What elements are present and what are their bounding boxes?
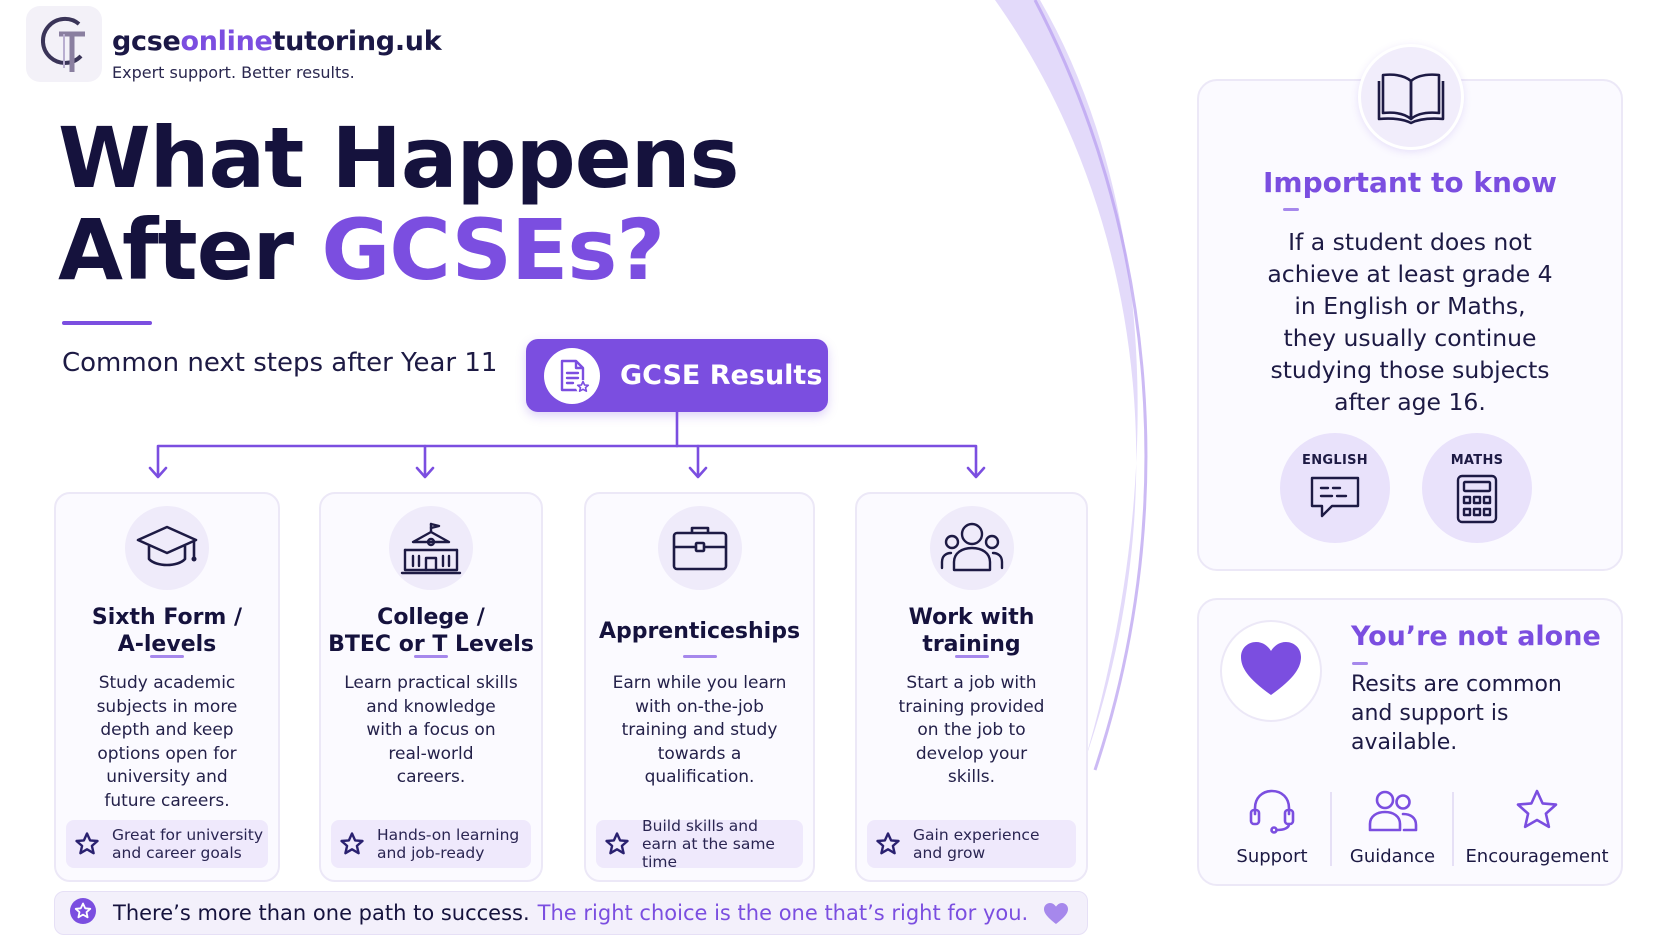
path-title: College / BTEC or T Levels: [328, 605, 534, 657]
bottom-banner: There’s more than one path to success. T…: [54, 891, 1088, 935]
headset-icon: [1248, 788, 1296, 838]
path-tag: Great for university and career goals: [66, 820, 268, 868]
heart-icon: [1043, 902, 1069, 930]
path-title: Work with training: [908, 605, 1035, 657]
path-tag: Hands-on learning and job-ready: [331, 820, 531, 868]
star-icon: [1514, 788, 1560, 838]
star-icon: [74, 831, 100, 857]
encouragement-item: Encouragement: [1462, 788, 1612, 867]
speech-bubble-icon: [1308, 474, 1362, 526]
banner-accent-text: The right choice is the one that’s right…: [537, 901, 1029, 925]
path-tag-text: Build skills and earn at the same time: [642, 817, 775, 871]
path-title-rule: [682, 655, 717, 658]
path-title-rule: [954, 655, 989, 658]
not-alone-heading: You’re not alone: [1351, 621, 1601, 652]
calculator-icon: [1455, 474, 1499, 528]
path-description: Earn while you learn with on-the-job tra…: [612, 673, 787, 787]
guidance-item: Guidance: [1340, 788, 1445, 867]
star-icon: [875, 831, 901, 857]
graduation-cap-icon: [125, 506, 209, 590]
title-underline: [62, 321, 152, 325]
open-book-icon: [1358, 44, 1464, 150]
support-item: Support: [1222, 788, 1322, 867]
path-description: Study academic subjects in more depth an…: [96, 673, 238, 811]
path-description: Start a job with training provided on th…: [898, 673, 1045, 787]
banner-text: There’s more than one path to success.: [113, 901, 530, 925]
important-rule: [1283, 208, 1299, 211]
subject-maths: MATHS: [1422, 433, 1532, 543]
support-divider: [1452, 792, 1454, 866]
brand-logo-icon: [40, 16, 85, 72]
heart-icon: [1239, 641, 1303, 701]
subject-english: ENGLISH: [1280, 433, 1390, 543]
page-title: What Happens After GCSEs?: [58, 112, 818, 296]
important-text: If a student does not achieve at least g…: [1267, 228, 1553, 416]
results-document-icon: [544, 347, 600, 404]
path-title-rule: [150, 655, 184, 658]
brand-logo: [26, 6, 102, 82]
path-title-rule: [414, 655, 448, 658]
path-card-sixth-form: Sixth Form / A-levels Study academic sub…: [54, 492, 280, 882]
not-alone-rule: [1352, 662, 1368, 665]
heart-circle: [1220, 620, 1322, 722]
people-icon: [929, 506, 1014, 590]
people-icon: [1367, 788, 1419, 838]
brand-tagline: Expert support. Better results.: [112, 63, 355, 82]
path-description: Learn practical skills and knowledge wit…: [344, 673, 518, 787]
path-tag-text: Gain experience and grow: [913, 826, 1040, 862]
gcse-results-label: GCSE Results: [620, 360, 823, 391]
title-line-1: What Happens: [58, 109, 740, 207]
path-tag: Build skills and earn at the same time: [596, 817, 803, 871]
path-title: Sixth Form / A-levels: [91, 605, 243, 657]
gcse-results-pill: GCSE Results: [526, 339, 828, 412]
path-tag-text: Hands-on learning and job-ready: [377, 826, 520, 862]
briefcase-icon: [657, 506, 742, 590]
path-tag-text: Great for university and career goals: [112, 826, 263, 862]
path-card-apprenticeships: Apprenticeships Earn while you learn wit…: [584, 492, 815, 882]
star-icon: [604, 831, 630, 857]
not-alone-text: Resits are common and support is availab…: [1351, 672, 1562, 755]
path-card-work-with-training: Work with training Start a job with trai…: [855, 492, 1088, 882]
page-subtitle: Common next steps after Year 11: [62, 348, 498, 378]
important-panel: [1197, 79, 1623, 571]
college-building-icon: [389, 506, 473, 590]
title-line-2: After GCSEs?: [58, 201, 665, 299]
support-divider: [1330, 792, 1332, 866]
path-card-college: College / BTEC or T Levels Learn practic…: [319, 492, 543, 882]
star-badge-icon: [69, 897, 97, 929]
path-tag: Gain experience and grow: [867, 820, 1076, 868]
important-heading: Important to know: [1262, 166, 1558, 199]
path-title: Apprenticeships: [598, 619, 801, 644]
brand-name: gcseonlinetutoring.uk: [112, 26, 442, 57]
star-icon: [339, 831, 365, 857]
